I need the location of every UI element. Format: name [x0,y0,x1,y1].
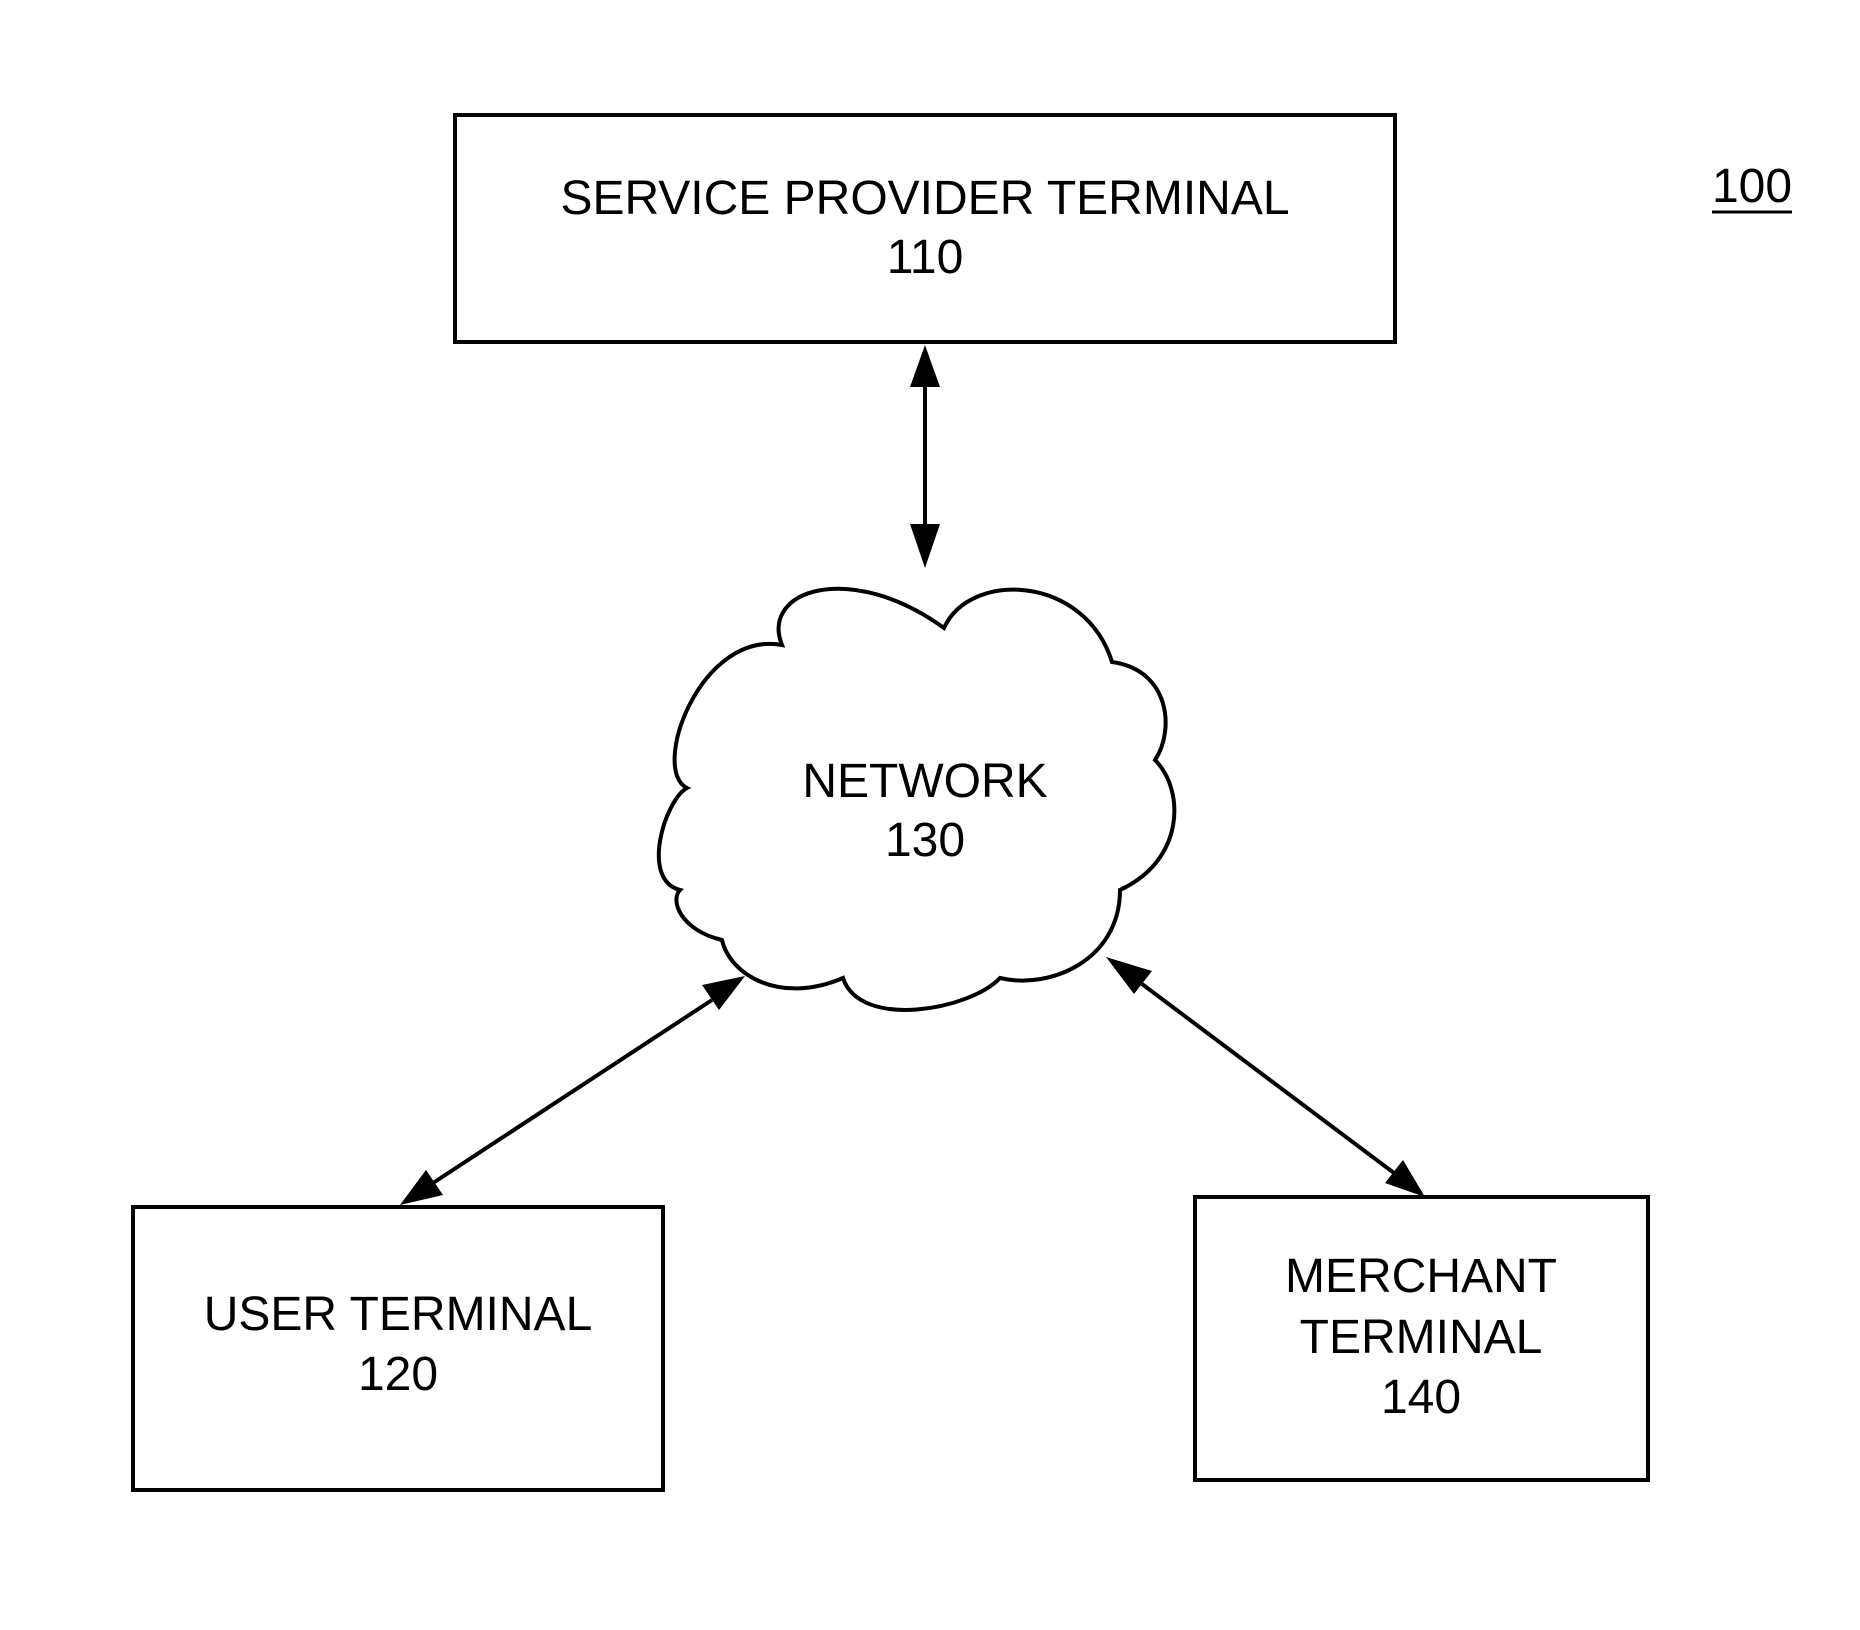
arrowhead-network-end [702,976,745,1010]
figure-ref-label: 100 [1712,160,1792,213]
node-box [455,115,1395,342]
node-ref: 140 [1381,1371,1461,1424]
arrowhead-up [910,345,940,387]
edge-service-provider-network [910,345,940,568]
edge-line [433,1000,712,1183]
service-provider-terminal-node: SERVICE PROVIDER TERMINAL 110 [455,115,1395,342]
node-ref: 130 [885,814,965,867]
edge-network-user [400,976,745,1205]
user-terminal-node: USER TERMINAL 120 [133,1207,663,1490]
merchant-terminal-node: MERCHANT TERMINAL 140 [1195,1197,1648,1480]
arrowhead-user-end [400,1170,443,1205]
node-ref: 120 [358,1348,438,1401]
node-name: USER TERMINAL [204,1288,593,1341]
arrowhead-merchant-end [1385,1160,1425,1197]
edge-network-merchant [1106,957,1425,1197]
edge-line [1142,984,1394,1173]
figure-ref-number: 100 [1712,160,1792,213]
network-node: NETWORK 130 [659,589,1175,1010]
node-name-line1: MERCHANT [1285,1250,1557,1303]
node-ref: 110 [887,231,964,284]
node-name-line2: TERMINAL [1300,1311,1543,1364]
arrowhead-down [910,524,940,568]
node-name: NETWORK [802,755,1047,808]
node-name: SERVICE PROVIDER TERMINAL [560,172,1289,225]
